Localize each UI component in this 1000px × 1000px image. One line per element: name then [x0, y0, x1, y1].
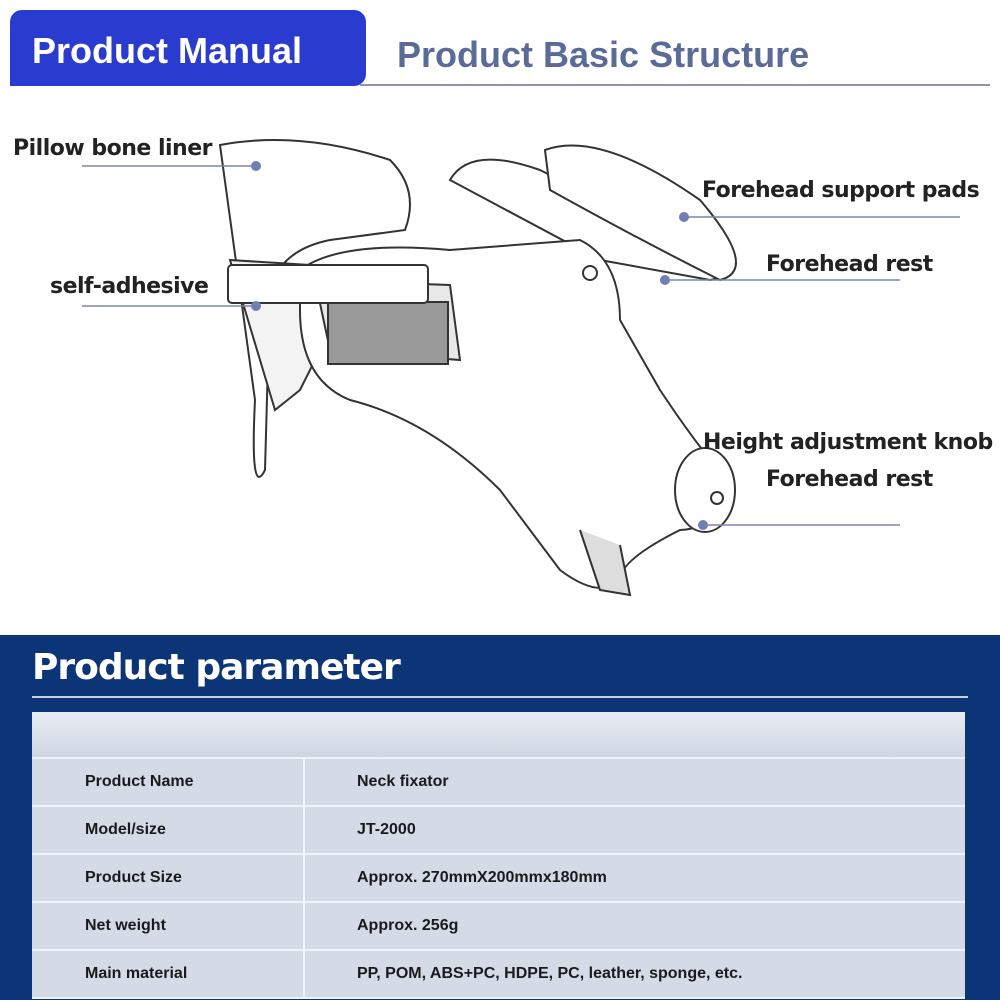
parameter-title: Product parameter — [32, 647, 401, 688]
label-pillow-bone-liner: Pillow bone liner — [13, 136, 212, 161]
label-forehead-support-pads: Forehead support pads — [702, 178, 980, 203]
product-manual-tab: Product Manual — [10, 10, 366, 86]
param-key: Model/size — [32, 807, 305, 853]
table-header-image — [32, 712, 965, 759]
table-row: Model/size JT-2000 — [32, 807, 965, 855]
neck-brace-diagram — [82, 139, 960, 597]
param-value: Neck fixator — [357, 773, 449, 790]
product-parameter-section: Product parameter Product Name Neck fixat… — [0, 635, 1000, 1000]
param-key: Net weight — [32, 903, 305, 949]
brace-outline — [218, 139, 737, 597]
param-value: Approx. 256g — [357, 917, 459, 934]
divider — [32, 696, 968, 698]
table-row: Net weight Approx. 256g — [32, 903, 965, 951]
param-key: Product Name — [32, 759, 305, 805]
param-key: Main material — [32, 951, 305, 997]
label-forehead-rest: Forehead rest — [766, 252, 933, 277]
leader-lines — [82, 165, 960, 526]
param-value: JT-2000 — [357, 821, 416, 838]
label-self-adhesive: self-adhesive — [50, 274, 209, 299]
label-forehead-rest-2: Forehead rest — [766, 467, 933, 492]
leader-dots — [251, 161, 708, 530]
divider — [360, 84, 990, 86]
table-row: Main material PP, POM, ABS+PC, HDPE, PC, … — [32, 951, 965, 999]
parameter-table: Product Name Neck fixator Model/size JT-20… — [32, 712, 965, 999]
table-row: Product Name Neck fixator — [32, 759, 965, 807]
param-value: Approx. 270mmX200mmx180mm — [357, 869, 607, 886]
section-title: Product Basic Structure — [397, 34, 810, 75]
param-key: Product Size — [32, 855, 305, 901]
label-height-adjustment-knob: Height adjustment knob — [703, 430, 993, 455]
table-row: Product Size Approx. 270mmX200mmx180mm — [32, 855, 965, 903]
param-value: PP, POM, ABS+PC, HDPE, PC, leather, spon… — [357, 965, 743, 982]
